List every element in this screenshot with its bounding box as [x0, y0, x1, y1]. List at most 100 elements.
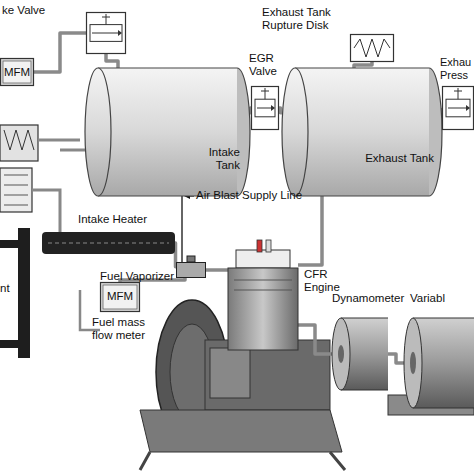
- illustration-part: [181, 196, 183, 262]
- tank-cylinder-part: [295, 68, 429, 196]
- node-label: Exhau Press: [440, 56, 474, 82]
- rupture-disk-symbol: Exhaust Tank Rupture Disk: [350, 34, 394, 62]
- flow-meter-box-part: [1, 59, 34, 86]
- pipe-connector: [106, 54, 118, 68]
- tank-cylinder-part: [85, 68, 111, 196]
- motor-drum: Variabl: [404, 318, 474, 408]
- valve-symbol-outline: [251, 86, 279, 130]
- flow-meter-box-part: [101, 283, 140, 312]
- node-label: Exhaust Tank Rupture Disk: [262, 6, 366, 32]
- pipe-connector: [388, 354, 404, 363]
- illustration-part: [4, 130, 34, 150]
- vaporizer-symbol-part: [177, 263, 206, 278]
- pipe-connector: [175, 243, 176, 267]
- valve-symbol: EGR Valve: [251, 86, 279, 130]
- dynamometer-drum-outline: [332, 318, 388, 390]
- engine-block-outline: [228, 250, 298, 350]
- node-label: MFM: [0, 66, 34, 79]
- illustration-part: [140, 410, 342, 452]
- flow-meter-box: MFMFuel mass flow meter: [100, 282, 140, 312]
- valve-symbol-outline: [442, 86, 474, 130]
- illustration-part: [18, 228, 30, 358]
- pipe-connector: [298, 196, 322, 265]
- pipe-connector: [34, 33, 86, 72]
- motor-drum-part: [404, 318, 422, 408]
- tank-cylinder: Exhaust Tank: [282, 68, 442, 196]
- rupture-disk-symbol-part: [351, 35, 394, 62]
- dynamometer-drum-part: [332, 318, 350, 390]
- pipe-connector: [298, 325, 332, 354]
- tank-cylinder-part: [295, 68, 429, 196]
- node-label: Intake Tank: [185, 146, 240, 172]
- node-label: Fuel Vaporizer: [100, 270, 174, 283]
- valve-symbol-part: [448, 108, 466, 109]
- illustration-part: [0, 125, 38, 161]
- rupture-disk-symbol-outline: [350, 34, 394, 62]
- engine-block-part: [266, 240, 271, 252]
- tank-cylinder-part: [282, 68, 308, 196]
- node-label: ke Valve: [2, 4, 82, 17]
- illustration-part: [0, 168, 32, 212]
- valve-symbol: ke Valve: [86, 12, 126, 54]
- illustration-part: [205, 340, 330, 410]
- node-label: Dynamometer: [332, 292, 422, 305]
- motor-drum-part: [410, 352, 416, 375]
- node-label: EGR Valve: [249, 52, 289, 78]
- dynamometer-drum: Dynamometer: [332, 318, 388, 390]
- node-label: Fuel mass flow meter: [92, 316, 162, 342]
- valve-symbol-part: [466, 105, 470, 111]
- node-label: MFM: [100, 290, 140, 303]
- illustration-part: [0, 340, 18, 348]
- valve-symbol-part: [446, 99, 470, 117]
- tank-cylinder: Intake Tank: [85, 68, 250, 196]
- valve-symbol-part: [87, 13, 126, 54]
- pipe-connector: [279, 108, 282, 113]
- vaporizer-symbol: Fuel Vaporizer: [176, 262, 206, 278]
- valve-symbol-outline: [86, 12, 126, 54]
- engine-block: CFR Engine: [228, 250, 298, 350]
- illustration-part: [210, 348, 250, 398]
- illustration-part: [0, 240, 18, 248]
- vaporizer-symbol-outline: [176, 262, 206, 278]
- engine-block-part: [257, 240, 262, 252]
- valve-symbol-part: [443, 87, 474, 130]
- motor-drum-outline: [404, 318, 474, 408]
- valve-symbol-part: [271, 105, 275, 111]
- tank-cylinder-outline: [85, 68, 250, 196]
- tank-cylinder-part: [237, 68, 250, 196]
- tank-cylinder-part: [98, 68, 237, 196]
- pipe-label: Air Blast Supply Line: [196, 189, 302, 202]
- dynamometer-drum-part: [338, 345, 344, 363]
- pipe-connector: [250, 108, 251, 113]
- engine-block-part: [228, 268, 298, 350]
- valve-symbol-part: [261, 88, 269, 99]
- valve-symbol: Exhau Press: [442, 86, 474, 130]
- valve-symbol-part: [92, 33, 118, 34]
- vaporizer-symbol-part: [187, 256, 195, 262]
- node-label: Exhaust Tank: [354, 152, 434, 165]
- valve-symbol-part: [257, 108, 271, 109]
- valve-symbol-part: [118, 30, 122, 36]
- pipe-connector: [206, 268, 228, 272]
- valve-symbol-part: [252, 87, 279, 130]
- valve-symbol-part: [102, 14, 110, 25]
- heater-cylinder-part: [48, 242, 169, 244]
- engine-block-part: [236, 250, 290, 268]
- node-label: Variabl: [410, 292, 472, 305]
- illustration-part: [32, 140, 85, 232]
- engine-block-part: [234, 280, 292, 290]
- valve-symbol-part: [255, 99, 275, 117]
- illustration-part: [4, 175, 28, 205]
- pipe-connector: [354, 62, 372, 68]
- cropped-label: nt: [0, 282, 10, 295]
- valve-symbol-part: [90, 25, 122, 42]
- rupture-disk-symbol-part: [354, 39, 390, 57]
- heater-cylinder: Intake Heater: [42, 232, 175, 254]
- heater-cylinder-part: [42, 232, 175, 254]
- node-label: Intake Heater: [78, 213, 168, 226]
- tank-cylinder-outline: [282, 68, 442, 196]
- tank-cylinder-part: [429, 68, 442, 196]
- illustration-part: [140, 452, 345, 470]
